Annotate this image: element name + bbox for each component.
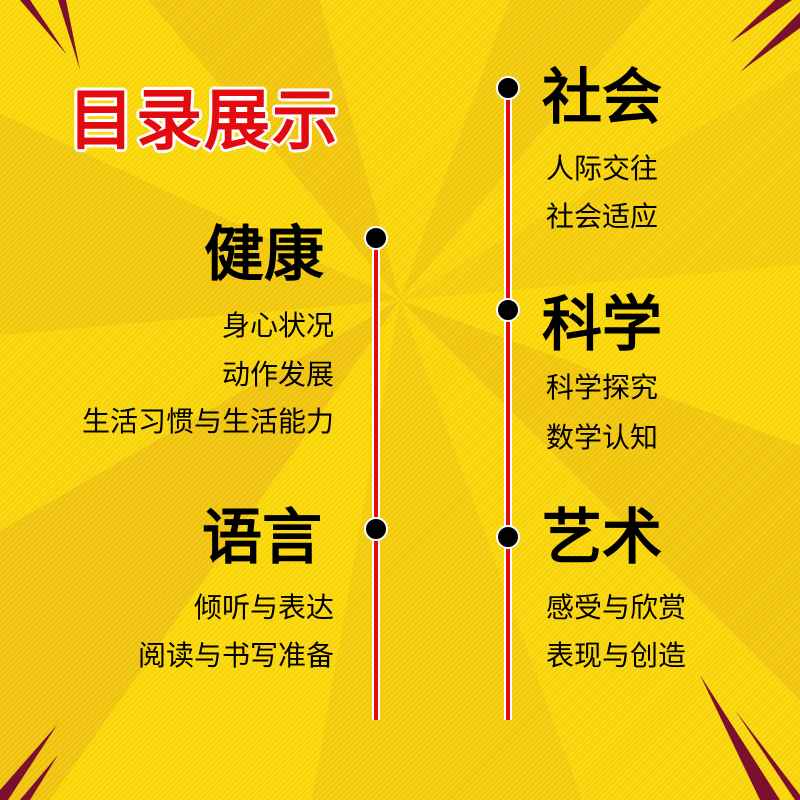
- timeline-dot-art: [496, 525, 520, 549]
- section-item: 生活习惯与生活能力: [81, 405, 334, 438]
- section-item: 动作发展: [221, 358, 334, 391]
- timeline-dot-society: [496, 76, 520, 100]
- section-heading-health: 健康: [204, 220, 324, 290]
- spike-decoration-bottom-right: [700, 675, 800, 800]
- timeline-line-right: [504, 88, 512, 720]
- page-title: 目录展示: [68, 82, 340, 159]
- section-item: 表现与创造: [546, 639, 687, 672]
- timeline-dot-health: [364, 226, 388, 250]
- timeline-dot-science: [496, 298, 520, 322]
- section-item: 身心状况: [221, 309, 334, 342]
- timeline-dot-language: [364, 517, 388, 541]
- spike-decoration-top-right: [730, 0, 800, 72]
- section-item: 倾听与表达: [193, 591, 334, 624]
- spike-decoration-top-left: [20, 0, 80, 70]
- section-item: 数学认知: [546, 421, 659, 454]
- section-heading-language: 语言: [202, 503, 322, 573]
- section-heading-science: 科学: [542, 290, 662, 360]
- section-item: 社会适应: [546, 200, 659, 233]
- section-item: 感受与欣赏: [546, 591, 687, 624]
- section-heading-art: 艺术: [542, 503, 662, 573]
- section-item: 阅读与书写准备: [137, 639, 334, 672]
- section-heading-society: 社会: [542, 63, 662, 133]
- spike-decoration-bottom-left: [0, 725, 58, 800]
- section-item: 人际交往: [546, 152, 659, 185]
- timeline-line-left: [372, 238, 380, 720]
- section-item: 科学探究: [546, 371, 659, 404]
